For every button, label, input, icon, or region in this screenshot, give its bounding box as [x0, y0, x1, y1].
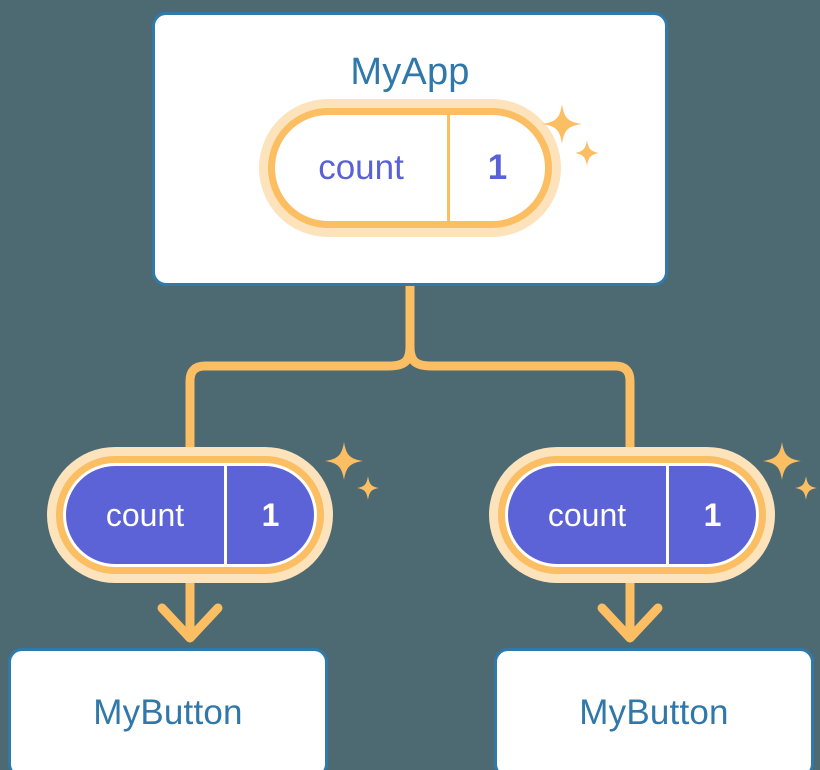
arrow-down-icon-left: [157, 603, 223, 643]
signal-pill-root[interactable]: count 1: [268, 108, 552, 228]
component-title: MyButton: [579, 693, 729, 732]
component-card-mybutton-left[interactable]: MyButton: [8, 648, 328, 770]
signal-name: count: [547, 496, 627, 533]
signal-pill-left[interactable]: count 1: [66, 466, 314, 564]
connector-branch-right: [405, 345, 635, 470]
component-card-mybutton-right[interactable]: MyButton: [494, 648, 814, 770]
signal-name: count: [318, 148, 404, 187]
signal-name: count: [105, 496, 185, 533]
signal-value: 1: [666, 466, 756, 564]
arrow-down-icon-right: [597, 603, 663, 643]
component-title: MyButton: [93, 693, 243, 732]
signal-pill-right[interactable]: count 1: [508, 466, 756, 564]
signal-value: 1: [447, 115, 545, 221]
signal-value: 1: [224, 466, 314, 564]
connector-branch-left: [185, 345, 415, 470]
page-title: MyApp: [350, 51, 470, 93]
